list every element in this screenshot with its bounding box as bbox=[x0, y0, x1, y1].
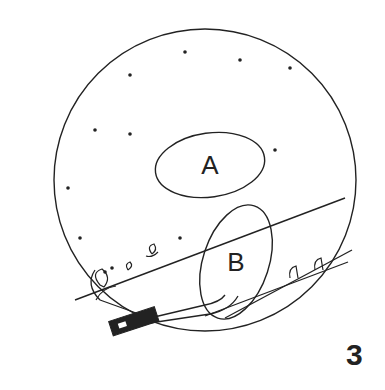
instrument-handle bbox=[109, 307, 159, 336]
region-letter: A bbox=[201, 152, 218, 178]
diagonal-line bbox=[75, 198, 345, 300]
ellipse-outline bbox=[151, 126, 269, 205]
region-ellipse: B bbox=[202, 202, 270, 322]
spots bbox=[66, 50, 292, 274]
view-circle bbox=[54, 29, 356, 331]
ellipse-outline bbox=[186, 196, 285, 329]
instrument-shaft bbox=[91, 250, 352, 323]
region-letter: B bbox=[227, 249, 244, 275]
membrane-flaps bbox=[95, 244, 323, 300]
figure-number: 3 bbox=[346, 340, 363, 370]
region-ellipse: A bbox=[154, 132, 266, 198]
